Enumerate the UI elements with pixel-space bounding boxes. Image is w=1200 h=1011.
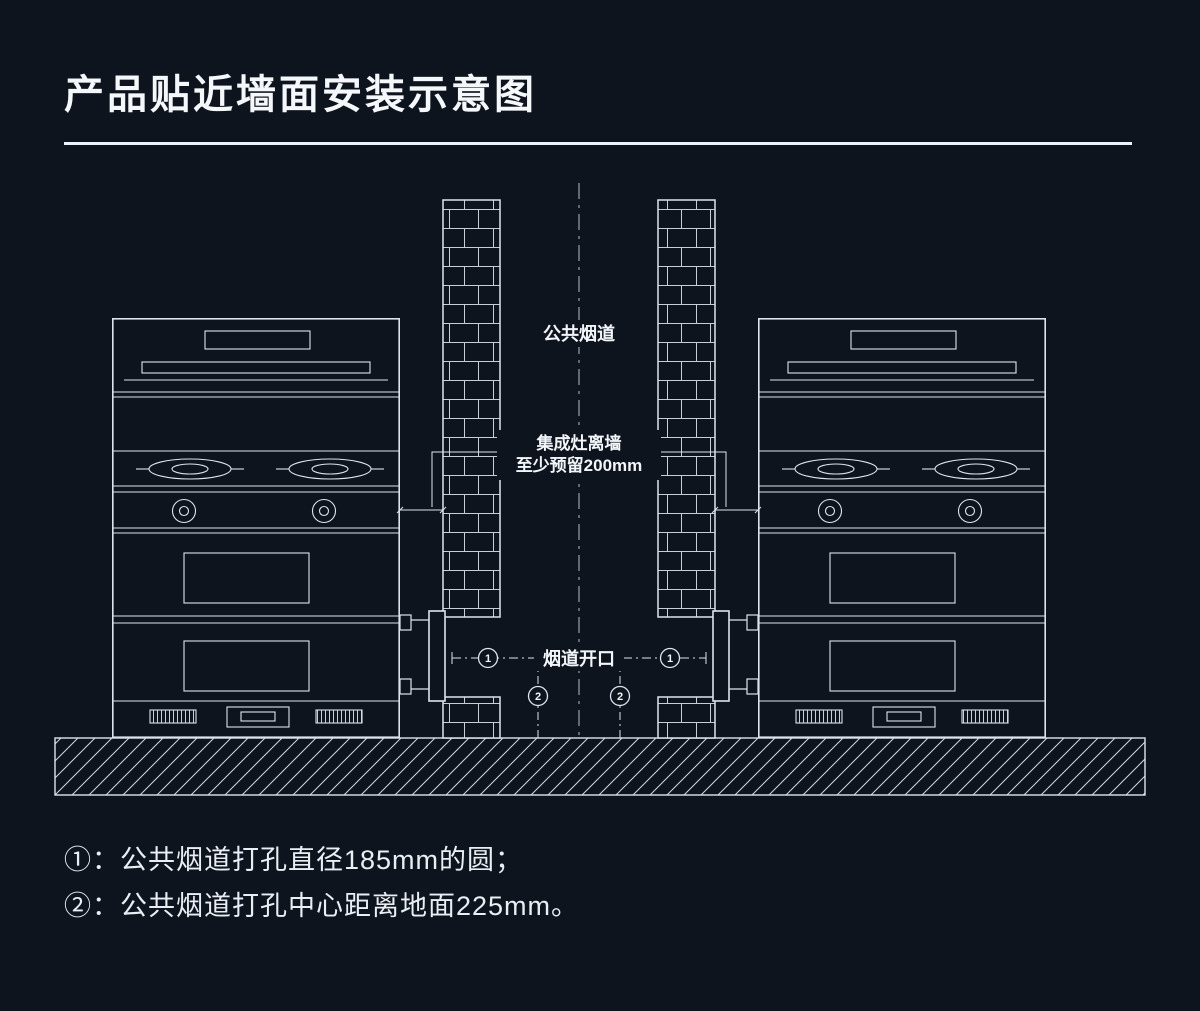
- stove-right: [757, 317, 1047, 738]
- wall-column-right-lower: [657, 696, 716, 739]
- flue-duct-left: [399, 610, 446, 702]
- page-title: 产品贴近墙面安装示意图: [64, 73, 537, 117]
- stove-left: [111, 317, 401, 738]
- shared-flue-label: 公共烟道: [543, 323, 615, 344]
- wall-column-left-lower: [442, 696, 501, 739]
- wall-column-left-upper: [442, 199, 501, 618]
- wall-gap-label-line1: 集成灶离墙: [536, 433, 622, 453]
- marker-2-right-circle: [609, 685, 631, 707]
- opening-label: 烟道开口: [543, 648, 615, 669]
- ground-hatch: [54, 737, 1146, 796]
- note-1: ①：公共烟道打孔直径185mm的圆；: [64, 845, 524, 875]
- marker-2-right: 2: [617, 691, 623, 703]
- marker-2-left-circle: [527, 685, 549, 707]
- marker-2-left: 2: [535, 691, 541, 703]
- note-2: ②：公共烟道打孔中心距离地面225mm。: [64, 891, 580, 921]
- flue-duct-right: [712, 610, 759, 702]
- wall-column-right-upper: [657, 199, 716, 618]
- marker-1-right: 1: [667, 653, 673, 665]
- wall-gap-callout: [396, 451, 762, 514]
- marker-1-left: 1: [485, 653, 491, 665]
- wall-gap-label-line2: 至少预留200mm: [516, 455, 643, 475]
- title-divider: [64, 142, 1132, 145]
- marker-1-left-circle: [477, 647, 499, 669]
- marker-1-right-circle: [659, 647, 681, 669]
